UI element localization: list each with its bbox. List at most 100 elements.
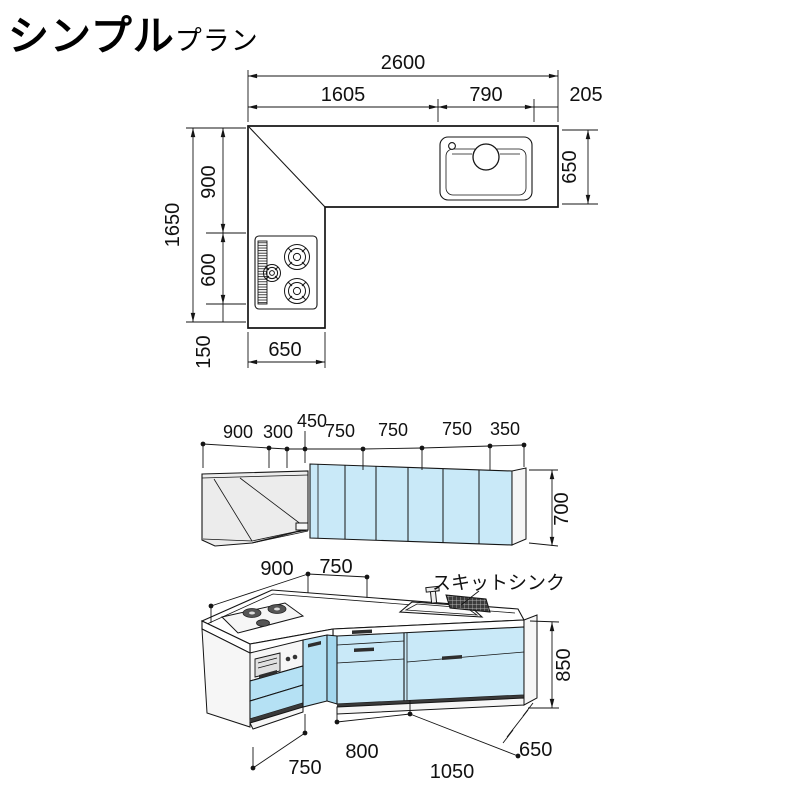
dim-750-floor bbox=[252, 732, 306, 769]
plinth-leg bbox=[249, 706, 304, 730]
dim-dot bbox=[208, 603, 214, 609]
dim-dot bbox=[250, 765, 256, 771]
drawer-handle bbox=[259, 670, 277, 679]
wall-dim-750a: 750 bbox=[325, 421, 355, 441]
grill-slots bbox=[257, 657, 278, 669]
drawer-handle bbox=[352, 629, 372, 634]
dim-label-205: 205 bbox=[569, 84, 602, 106]
dim-800-floor bbox=[336, 713, 411, 723]
front-face bbox=[336, 626, 525, 705]
dim-label-650-leg: 650 bbox=[268, 339, 301, 361]
hood-slant-left bbox=[213, 478, 253, 542]
base-units-perspective: 900 750 スキットシンク 850 650 750 bbox=[200, 556, 575, 783]
hood-top-band bbox=[201, 474, 309, 479]
drawer-division bbox=[406, 651, 525, 663]
hood-slant-right bbox=[239, 477, 307, 529]
burner-cap bbox=[249, 611, 255, 615]
faucet-hole bbox=[448, 142, 456, 150]
sink-drain-circle bbox=[472, 143, 500, 171]
sink-name-label: スキットシンク bbox=[432, 572, 565, 594]
dim-leaders bbox=[202, 431, 525, 470]
plan-name-sub: プラン bbox=[174, 26, 259, 56]
sheet-title: シンプル プラン bbox=[8, 2, 259, 62]
burner-grate bbox=[256, 619, 270, 627]
ext-line bbox=[529, 620, 560, 623]
plan-view: 2600 1605 790 205 650 1650 900 600 150 bbox=[162, 52, 603, 369]
wall-dim-900: 900 bbox=[223, 422, 253, 442]
burner-small bbox=[263, 264, 281, 282]
stove-unit-face bbox=[249, 639, 304, 730]
cooktop-outer bbox=[254, 235, 318, 310]
drawer-division bbox=[336, 658, 405, 664]
corner-recess bbox=[326, 634, 338, 705]
wall-dim-300: 300 bbox=[263, 422, 293, 442]
plan-name-main: シンプル bbox=[8, 13, 175, 59]
dim-dot bbox=[334, 719, 340, 725]
base-dimensions: 900 750 スキットシンク 850 650 750 bbox=[208, 556, 575, 783]
wall-cabinets bbox=[309, 463, 527, 546]
dim-label-600: 600 bbox=[198, 253, 220, 286]
dim-dot bbox=[515, 753, 521, 759]
door-divisions bbox=[344, 465, 480, 544]
drawer-handle bbox=[354, 647, 374, 652]
wall-cabinet-run bbox=[309, 463, 513, 546]
ext-line bbox=[528, 542, 559, 547]
dim-750-top bbox=[307, 573, 368, 578]
wall-units-elevation: 900 300 450 750 750 750 350 700 bbox=[200, 411, 573, 547]
burner-bottom bbox=[284, 278, 310, 304]
dim-label-750-top: 750 bbox=[319, 556, 352, 578]
dim-900-top bbox=[210, 573, 309, 607]
grill-strip bbox=[257, 240, 268, 305]
wall-dim-750b: 750 bbox=[378, 420, 408, 440]
dim-label-700: 700 bbox=[551, 492, 573, 525]
cooktop-3d bbox=[221, 602, 305, 634]
knob bbox=[285, 656, 291, 662]
dim-label-2600: 2600 bbox=[381, 52, 426, 74]
toe-kick-front bbox=[337, 695, 524, 707]
corner-unit bbox=[302, 634, 338, 708]
wall-dim-750c: 750 bbox=[442, 419, 472, 439]
dim-dot bbox=[305, 571, 311, 577]
hood-switch-box bbox=[295, 522, 309, 531]
front-run bbox=[336, 626, 525, 715]
drawer-division bbox=[336, 640, 405, 646]
burner-top bbox=[284, 244, 310, 270]
drawer-handle bbox=[308, 641, 321, 648]
burner-cap bbox=[274, 607, 280, 611]
dim-label-1650: 1650 bbox=[162, 203, 184, 248]
wall-unit-dimensions: 900 300 450 750 750 750 350 700 bbox=[200, 411, 573, 547]
plan-dimensions: 2600 1605 790 205 650 1650 900 600 150 bbox=[162, 52, 603, 369]
dim-label-790: 790 bbox=[469, 84, 502, 106]
cooktop-plan bbox=[254, 235, 318, 310]
dim-label-650-right: 650 bbox=[559, 150, 581, 183]
dim-label-150: 150 bbox=[193, 335, 215, 368]
dim-dot bbox=[364, 574, 370, 580]
dim-label-650-depth: 650 bbox=[519, 739, 552, 761]
wall-dim-350: 350 bbox=[490, 419, 520, 439]
sink-3d bbox=[398, 585, 491, 618]
sink-plan bbox=[439, 136, 533, 201]
sink-label-leader bbox=[460, 590, 480, 606]
slash-tick bbox=[502, 729, 514, 744]
dim-label-750-floor: 750 bbox=[288, 757, 321, 779]
counter-corner-diagonal bbox=[248, 126, 326, 208]
dim-label-1605: 1605 bbox=[321, 84, 366, 106]
dim-1050-floor bbox=[409, 713, 519, 757]
end-panel-left bbox=[201, 628, 251, 728]
end-panel-right bbox=[523, 614, 538, 706]
wall-cabinet-side-panel bbox=[511, 467, 527, 546]
dim-dot bbox=[302, 730, 308, 736]
running-dim-line bbox=[202, 443, 525, 450]
dish-rack bbox=[445, 594, 491, 613]
range-hood bbox=[201, 470, 309, 547]
dim-label-900-top: 900 bbox=[260, 558, 293, 580]
dim-dots bbox=[200, 441, 527, 452]
drawer-handle bbox=[442, 655, 462, 660]
faucet bbox=[425, 585, 440, 604]
dim-label-850: 850 bbox=[553, 648, 575, 681]
dim-label-800-floor: 800 bbox=[345, 741, 378, 763]
toe-kick-leg bbox=[250, 703, 303, 723]
hood-bottom-fold bbox=[202, 528, 309, 544]
